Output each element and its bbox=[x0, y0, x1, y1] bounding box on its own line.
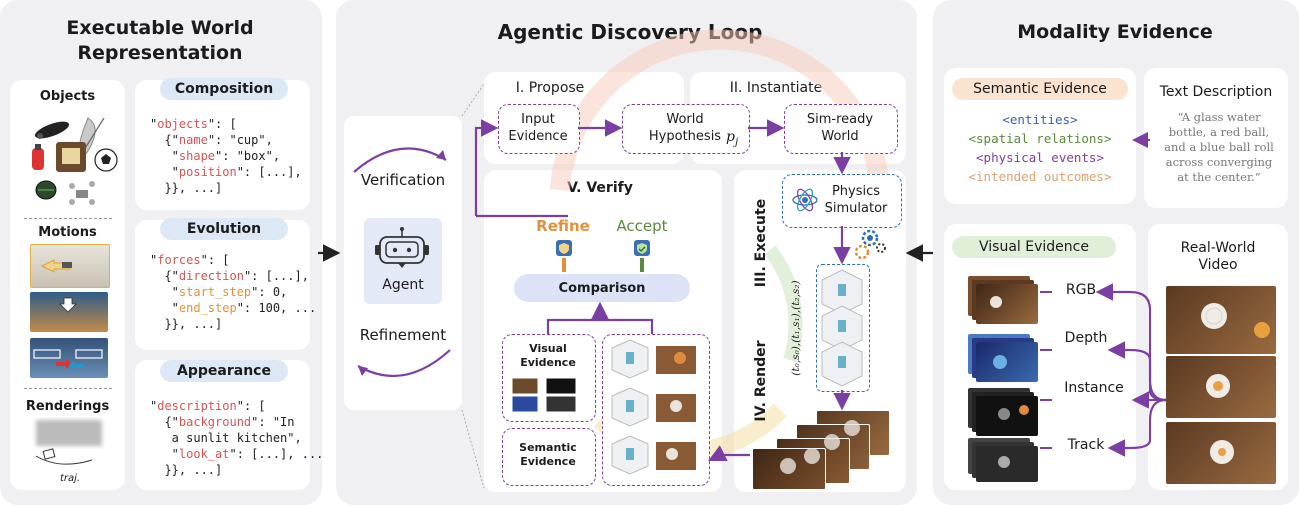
sem-outcomes: <intended outcomes> bbox=[968, 169, 1112, 184]
sem-entities: <entities> bbox=[1002, 112, 1078, 127]
rgb-frames bbox=[976, 284, 1038, 324]
divider bbox=[24, 218, 112, 219]
depth-label: Depth bbox=[1064, 330, 1108, 346]
world-hypothesis-box bbox=[622, 104, 750, 154]
left-title-line1: Executable World bbox=[66, 17, 254, 39]
rgb-label: RGB bbox=[1065, 282, 1097, 298]
verify-semantic-box bbox=[502, 428, 596, 486]
instantiate-label: II. Instantiate bbox=[729, 80, 823, 96]
appearance-pill: Appearance bbox=[160, 360, 288, 382]
renderings-icon bbox=[35, 420, 102, 465]
semantic-evidence-pill: Semantic Evidence bbox=[952, 78, 1128, 100]
hypothesis-p: p bbox=[726, 129, 735, 145]
verification-label: Verification bbox=[360, 171, 446, 189]
motions-label: Motions bbox=[38, 225, 97, 240]
left-title-line2: Representation bbox=[77, 42, 243, 64]
refine-label: Refine bbox=[536, 217, 590, 235]
input-evidence-box bbox=[498, 104, 580, 154]
sem-physical: <physical events> bbox=[976, 150, 1104, 165]
comparison-box bbox=[514, 274, 690, 302]
renderings-label: Renderings bbox=[25, 399, 110, 414]
agent-label: Agent bbox=[382, 277, 424, 293]
verify-visual-label: Visual Evidence bbox=[520, 342, 576, 369]
appearance-code: "description": [ {"background": "In a su… bbox=[150, 399, 324, 477]
composition-pill: Composition bbox=[160, 78, 288, 100]
physics-simulator-box bbox=[782, 174, 902, 228]
motion-arrow-3 bbox=[33, 349, 103, 371]
hypothesis-j: j bbox=[734, 136, 739, 148]
track-label: Track bbox=[1067, 437, 1105, 453]
text-description-label: Text Description bbox=[1159, 84, 1273, 100]
sim-ready-world-text: Sim-ready World bbox=[806, 112, 874, 144]
visual-evidence-pill: Visual Evidence bbox=[952, 236, 1116, 258]
motion-arrow-1 bbox=[40, 259, 72, 273]
accept-label: Accept bbox=[616, 217, 668, 235]
refinement-label: Refinement bbox=[359, 326, 447, 344]
evolution-pill: Evolution bbox=[160, 218, 288, 240]
motion-arrow-2 bbox=[59, 297, 77, 313]
input-evidence-text: Input Evidence bbox=[508, 112, 568, 144]
world-hypothesis-line: World Hypothesis bbox=[648, 112, 722, 144]
traj-label: traj. bbox=[59, 473, 81, 484]
evolution-code: "forces": [ {"direction": [...], "start_… bbox=[150, 253, 317, 331]
physics-simulator-text: Physics Simulator bbox=[824, 184, 888, 216]
agent-box bbox=[364, 218, 442, 304]
world-hypothesis-text: World Hypothesis bbox=[622, 111, 748, 145]
objects-icons bbox=[32, 117, 118, 205]
divider-2 bbox=[24, 388, 112, 389]
right-title: Modality Evidence bbox=[1017, 21, 1213, 43]
composition-code: "objects": [ {"name": "cup", "shape": "b… bbox=[150, 117, 302, 195]
verify-label: V. Verify bbox=[567, 180, 633, 196]
composition-card bbox=[135, 80, 310, 210]
propose-label: I. Propose bbox=[515, 80, 585, 96]
comparison-label: Comparison bbox=[558, 281, 646, 296]
instance-label: Instance bbox=[1064, 380, 1124, 396]
objects-label: Objects bbox=[39, 89, 96, 104]
sim-ready-world-box bbox=[784, 104, 898, 154]
real-world-video-label: Real-World Video bbox=[1180, 240, 1256, 273]
text-description-card bbox=[1144, 68, 1288, 208]
evolution-card bbox=[135, 220, 310, 350]
hypothesis-symbol: pj bbox=[726, 129, 738, 148]
verify-semantic-label: Semantic Evidence bbox=[519, 441, 577, 468]
text-description: “A glass water bottle, a red ball, and a… bbox=[1164, 110, 1274, 184]
sem-spatial: <spatial relations> bbox=[968, 131, 1112, 146]
